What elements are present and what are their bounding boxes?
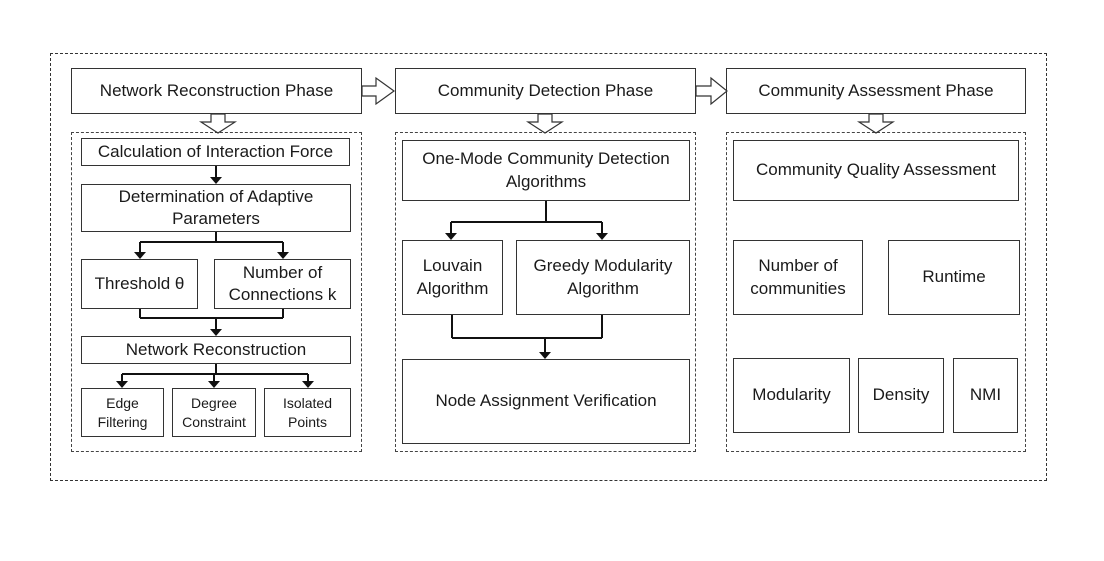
phase-label: Community Detection Phase: [437, 80, 654, 100]
arrowhead-reconstruction: [210, 329, 222, 336]
interaction-force-box: Calculation of Interaction Force: [81, 138, 350, 166]
arrowhead-edge: [116, 381, 128, 388]
louvain-line1: Louvain: [422, 256, 483, 276]
arrowhead-verification: [539, 352, 551, 359]
nmi-label: NMI: [969, 385, 1002, 405]
phase-arrow-down-2: [525, 113, 565, 134]
interaction-force-label: Calculation of Interaction Force: [97, 141, 334, 161]
isolated-points-line2: Points: [288, 413, 327, 430]
node-assignment-verification-box: Node Assignment Verification: [402, 359, 690, 444]
community-quality-box: Community Quality Assessment: [733, 140, 1019, 201]
phase-label: Community Assessment Phase: [758, 80, 994, 100]
greedy-modularity-box: Greedy Modularity Algorithm: [516, 240, 690, 315]
phase-arrow-down-3: [856, 113, 896, 134]
num-communities-line1: Number of: [758, 256, 838, 276]
arrowhead-degree: [208, 381, 220, 388]
modularity-label: Modularity: [752, 385, 831, 405]
one-mode-detection-box: One-Mode Community Detection Algorithms: [402, 140, 690, 201]
louvain-line2: Algorithm: [416, 278, 489, 298]
adaptive-parameters-line2: Parameters: [172, 209, 260, 228]
num-communities-line2: communities: [750, 278, 846, 298]
threshold-box: Threshold θ: [81, 259, 198, 309]
network-reconstruction-label: Network Reconstruction: [125, 339, 307, 359]
connections-line2: Connections k: [228, 285, 337, 304]
connections-line1: Number of: [242, 262, 323, 282]
threshold-label: Threshold θ: [94, 273, 185, 293]
edge-filtering-line2: Filtering: [97, 413, 148, 430]
verification-label: Node Assignment Verification: [435, 391, 657, 411]
runtime-label: Runtime: [922, 267, 986, 287]
density-box: Density: [858, 358, 944, 433]
isolated-points-line1: Isolated: [282, 395, 333, 412]
phase-label: Network Reconstruction Phase: [99, 80, 334, 100]
greedy-line1: Greedy Modularity: [533, 256, 673, 276]
runtime-box: Runtime: [888, 240, 1020, 315]
modularity-box: Modularity: [733, 358, 850, 433]
one-mode-line2: Algorithms: [505, 171, 587, 191]
quality-label: Community Quality Assessment: [756, 160, 996, 180]
arrowhead-louvain: [445, 233, 457, 240]
isolated-points-box: Isolated Points: [264, 388, 351, 437]
outer-frame: [50, 53, 1047, 481]
phase-community-assessment: Community Assessment Phase: [726, 68, 1026, 114]
number-of-communities-box: Number of communities: [733, 240, 863, 315]
adaptive-parameters-box: Determination of Adaptive Parameters: [81, 184, 351, 232]
connections-box: Number of Connections k: [214, 259, 351, 309]
edge-filtering-box: Edge Filtering: [81, 388, 164, 437]
greedy-line2: Algorithm: [567, 278, 639, 298]
arrowhead-greedy: [596, 233, 608, 240]
arrowhead-connections: [277, 252, 289, 259]
edge-filtering-line1: Edge: [106, 395, 139, 412]
arrowhead-isolated: [302, 381, 314, 388]
phase-arrow-down-1: [198, 113, 238, 134]
arrowhead-params: [210, 177, 222, 184]
phase-arrow-right-1: [361, 76, 396, 106]
network-reconstruction-box: Network Reconstruction: [81, 336, 351, 364]
degree-constraint-line1: Degree: [191, 395, 237, 412]
density-label: Density: [872, 385, 930, 405]
adaptive-parameters-line1: Determination of Adaptive: [118, 186, 314, 206]
nmi-box: NMI: [953, 358, 1018, 433]
degree-constraint-box: Degree Constraint: [172, 388, 256, 437]
arrowhead-threshold: [134, 252, 146, 259]
phase-arrow-right-2: [695, 76, 728, 106]
one-mode-line1: One-Mode Community Detection: [422, 149, 670, 169]
louvain-box: Louvain Algorithm: [402, 240, 503, 315]
degree-constraint-line2: Constraint: [182, 413, 246, 430]
